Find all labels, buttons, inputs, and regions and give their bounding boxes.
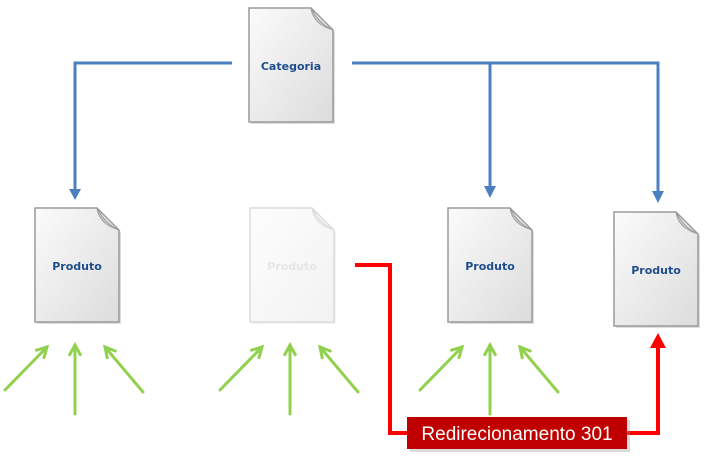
page-fold-icon — [675, 211, 699, 235]
product-page-4: Produto — [613, 211, 700, 328]
product-page-1: Produto — [34, 207, 121, 324]
product-page-1-label: Produto — [52, 260, 102, 273]
redirect-connector — [355, 263, 666, 435]
connector-category-to-product-1 — [73, 61, 232, 192]
inbound-link-arrow — [318, 345, 360, 394]
page-fold-icon — [96, 207, 120, 231]
product-page-2-label: Produto — [267, 260, 317, 273]
arrowhead-product-1 — [69, 189, 81, 200]
inbound-link-arrow — [218, 345, 264, 392]
page-fold-icon — [311, 207, 335, 231]
category-page-label: Categoria — [261, 60, 321, 73]
inbound-links-product-2 — [218, 341, 360, 416]
page-fold-icon — [310, 7, 334, 31]
inbound-link-arrow — [418, 345, 464, 392]
product-page-2: Produto — [249, 207, 336, 324]
hierarchy-connectors — [69, 61, 664, 203]
redirect-arrowhead — [650, 333, 666, 348]
inbound-link-arrow — [518, 345, 560, 394]
inbound-links-product-3 — [418, 341, 560, 416]
inbound-links-product-1 — [3, 341, 145, 416]
category-page: Categoria — [248, 7, 335, 124]
redirect-label: Redirecionamento 301 — [421, 424, 612, 445]
page-fold-icon — [509, 207, 533, 231]
product-page-4-label: Produto — [631, 264, 681, 277]
product-page-3-label: Produto — [465, 260, 515, 273]
inbound-link-arrow — [103, 345, 145, 394]
arrowhead-product-4 — [652, 191, 664, 203]
redirect-label-box: Redirecionamento 301 — [407, 417, 630, 452]
inbound-link-arrow — [3, 345, 49, 392]
connector-category-to-product-4 — [352, 61, 660, 194]
product-page-3: Produto — [447, 207, 534, 324]
arrowhead-product-3 — [484, 186, 496, 198]
